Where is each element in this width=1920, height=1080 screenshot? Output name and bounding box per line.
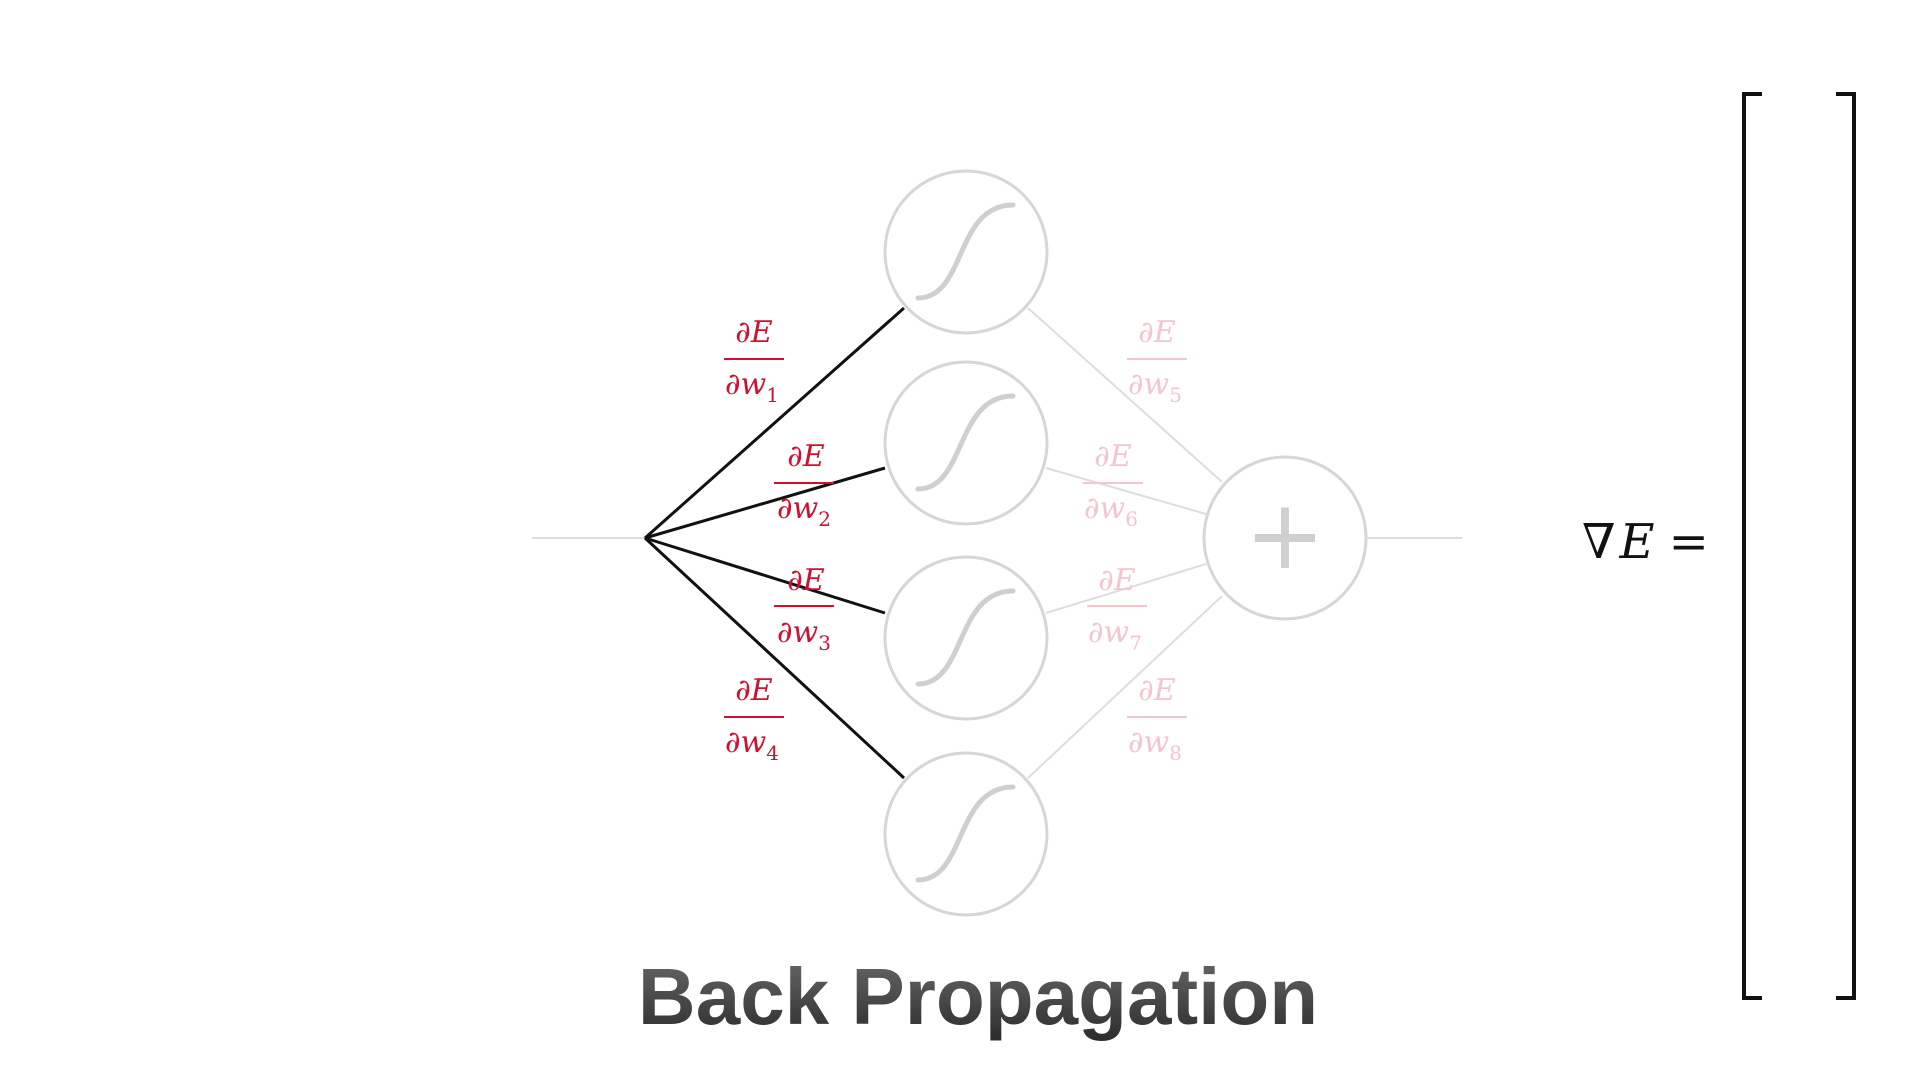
fraction-label-w8: ∂E ∂w8 [1127, 673, 1187, 765]
fraction-denominator: ∂w8 [1128, 725, 1182, 765]
fraction-numerator: ∂E [735, 673, 773, 708]
page-title: Back Propagation [638, 952, 1318, 1041]
weight-line-w6 [1045, 467, 1207, 515]
fraction-label-w2: ∂E ∂w2 [774, 439, 834, 531]
fraction-label-w4: ∂E ∂w4 [724, 673, 784, 765]
gradient-variable: E [1619, 514, 1655, 570]
fraction-label-w5: ∂E ∂w5 [1127, 315, 1187, 407]
fraction-label-w1: ∂E ∂w1 [724, 315, 784, 407]
sigmoid-node [883, 169, 1049, 335]
fraction-numerator: ∂E [1094, 439, 1132, 474]
weight-line-w3 [644, 536, 886, 615]
sigmoid-icon [915, 202, 1016, 301]
sigmoid-icon [915, 784, 1016, 883]
plus-icon: + [1245, 479, 1325, 591]
fraction-denominator: ∂w6 [1084, 491, 1138, 531]
fraction-denominator: ∂w4 [725, 725, 779, 765]
nabla-symbol: ∇ [1582, 514, 1616, 570]
weight-line-w2 [644, 466, 886, 540]
sigmoid-node [883, 555, 1049, 721]
sigmoid-node [883, 751, 1049, 917]
fraction-numerator: ∂E [1138, 315, 1176, 350]
fraction-numerator: ∂E [735, 315, 773, 350]
left-bracket [1742, 92, 1762, 1000]
gradient-equation: ∇E= [1582, 514, 1709, 570]
fraction-denominator: ∂w7 [1088, 615, 1142, 655]
sigmoid-icon [915, 588, 1016, 687]
fraction-label-w6: ∂E ∂w6 [1083, 439, 1143, 531]
weight-line-w8 [1027, 595, 1223, 779]
sigmoid-icon [915, 393, 1016, 492]
fraction-label-w7: ∂E ∂w7 [1087, 563, 1147, 655]
fraction-numerator: ∂E [787, 563, 825, 598]
weight-line-w5 [1027, 307, 1223, 483]
fraction-denominator: ∂w2 [777, 491, 831, 531]
sum-node: + [1202, 455, 1368, 621]
weight-line-w7 [1045, 563, 1207, 614]
fraction-numerator: ∂E [1138, 673, 1176, 708]
equals-sign: = [1669, 514, 1709, 570]
fraction-numerator: ∂E [787, 439, 825, 474]
svg-text:∇E=: ∇E= [1582, 514, 1709, 570]
sigmoid-node [883, 360, 1049, 526]
weight-line-w4 [643, 536, 906, 780]
fraction-numerator: ∂E [1098, 563, 1136, 598]
fraction-label-w3: ∂E ∂w3 [774, 563, 834, 655]
weight-line-w1 [644, 306, 905, 540]
fraction-denominator: ∂w5 [1128, 367, 1182, 407]
right-bracket [1836, 92, 1856, 1000]
fraction-denominator: ∂w3 [777, 615, 831, 655]
fraction-denominator: ∂w1 [725, 367, 779, 407]
